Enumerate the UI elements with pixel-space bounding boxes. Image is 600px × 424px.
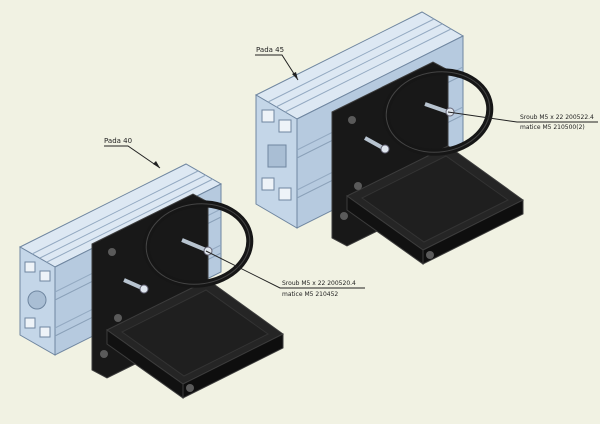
label-bolt-left: Sroub M5 x 22 200520.4 xyxy=(282,280,356,287)
label-profile-40: Pada 40 xyxy=(104,137,132,145)
cup-holder-left xyxy=(91,193,284,399)
cup-holder-right xyxy=(331,61,524,265)
label-profile-45: Pada 45 xyxy=(256,46,284,54)
assembly-left xyxy=(18,163,284,399)
callout-profile-45: Pada 45 xyxy=(255,46,299,81)
label-bolt-right: Sroub M5 x 22 200522.4 xyxy=(520,114,594,121)
callout-bolts-left: Sroub M5 x 22 200520.4 matice M5 210452 xyxy=(205,250,365,298)
callout-profile-40: Pada 40 xyxy=(104,137,161,169)
holder-tray-side xyxy=(106,329,184,399)
label-nut-right: matice M5 210500(2) xyxy=(520,124,585,131)
label-nut-left: matice M5 210452 xyxy=(282,291,338,298)
holder-tray-floor xyxy=(361,155,509,243)
holder-tray-side xyxy=(346,195,424,265)
holder-tray-floor xyxy=(121,289,269,377)
callout-bolts-right: Sroub M5 x 22 200522.4 matice M5 210500(… xyxy=(447,111,598,131)
assembly-right xyxy=(254,11,524,265)
